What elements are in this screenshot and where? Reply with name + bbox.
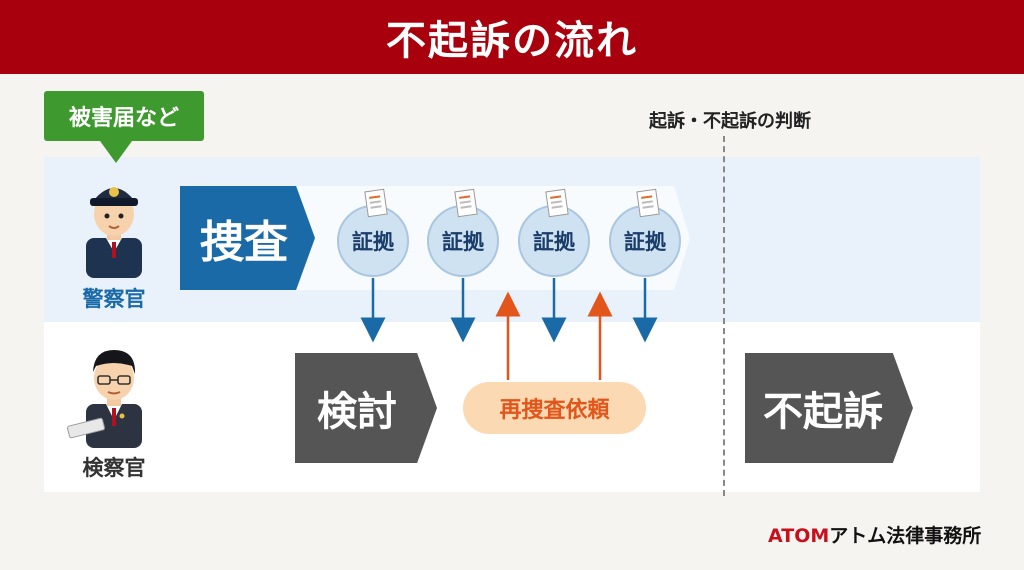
judgment-divider: [723, 136, 725, 496]
evidence-circle: 証拠: [518, 205, 590, 277]
judgment-label: 起訴・不起訴の判断: [649, 111, 811, 132]
police-officer-icon: [86, 187, 142, 278]
page-title: 不起訴の流れ: [0, 0, 1024, 74]
prosecutor-icon: [67, 350, 142, 448]
police-role-label: 警察官: [82, 287, 146, 311]
document-icon: [454, 188, 478, 218]
document-icon: [364, 188, 388, 218]
reinvestigation-request: 再捜査依頼: [463, 382, 646, 434]
review-step: 検討: [295, 353, 437, 463]
document-icon: [545, 188, 569, 218]
logo-atom: ATOM: [768, 525, 830, 547]
report-arrow-down-icon: [100, 141, 132, 163]
evidence-circle: 証拠: [609, 205, 681, 277]
brand-logo: ATOMアトム法律事務所: [768, 521, 981, 548]
logo-text: アトム法律事務所: [829, 525, 982, 547]
non-prosecution-step: 不起訴: [745, 353, 913, 463]
investigation-step: 捜査: [180, 186, 315, 290]
prosecutor-role-label: 検察官: [82, 456, 146, 480]
document-icon: [636, 188, 660, 218]
report-tag: 被害届など: [44, 91, 204, 141]
